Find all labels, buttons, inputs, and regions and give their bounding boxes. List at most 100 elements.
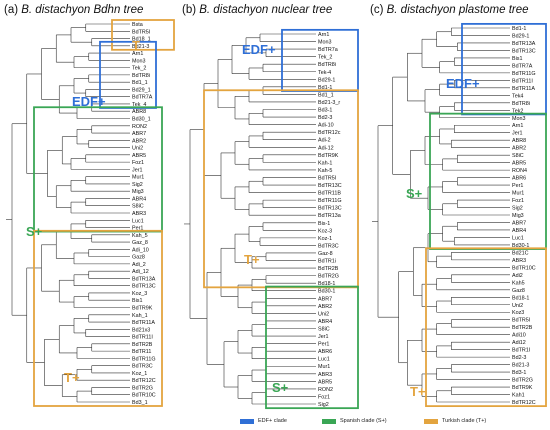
clade-box-spanish xyxy=(265,285,359,410)
tip-label: Kah_1 xyxy=(132,313,148,319)
tip-label: Kah-1 xyxy=(318,160,332,166)
tip-label: BdTR13C xyxy=(318,206,342,212)
tip-label: Bis1 xyxy=(512,56,523,62)
tip-label: Jer1 xyxy=(132,167,143,173)
tip-label: Bd1-1 xyxy=(512,26,526,32)
tip-label: BdTR7A xyxy=(512,63,533,69)
tip-label: BdTR8i xyxy=(512,101,530,107)
tip-label: Mur1 xyxy=(512,191,524,197)
legend: EDF+ clade Spanish clade (S+) Turkish cl… xyxy=(240,416,550,428)
tip-label: ABR5 xyxy=(318,379,332,385)
tip-label: Bd1-1 xyxy=(318,85,332,91)
tip-label: Bis-1 xyxy=(318,221,330,227)
legend-swatch xyxy=(322,418,336,424)
tip-label: Bd29-1 xyxy=(512,33,529,39)
tip-label: Adi10 xyxy=(512,333,526,339)
tip-label: Sig2 xyxy=(132,182,143,188)
tip-label: RON2 xyxy=(132,124,147,130)
tip-label: Gaz8 xyxy=(132,255,145,261)
tip-label: Foz1 xyxy=(318,394,330,400)
tip-label: Koz3 xyxy=(512,310,524,316)
tip-label: BdTR9K xyxy=(512,385,533,391)
tip-label: Adi_12 xyxy=(132,269,149,275)
tip-label: ABR3 xyxy=(512,258,526,264)
clade-label-s: S+ xyxy=(26,224,43,239)
tip-label: BdTR11I xyxy=(132,335,153,341)
tip-label: BdTR1i xyxy=(318,259,336,265)
tip-label: ABR4 xyxy=(512,228,526,234)
legend-label: EDF+ clade xyxy=(258,418,287,424)
clade-box-edf xyxy=(461,22,547,116)
tip-label: BdTR13C xyxy=(318,183,342,189)
tip-label: BdTR3C xyxy=(132,364,153,370)
tip-label: Sig2 xyxy=(512,206,523,212)
tip-label: Gaz_8 xyxy=(132,240,148,246)
tip-label: Uni2 xyxy=(318,311,329,317)
tip-label: Tek4 xyxy=(512,93,523,99)
tip-label: Jer1 xyxy=(512,131,523,137)
tip-label: ABR3 xyxy=(132,211,146,217)
tip-label: Bd21-3 xyxy=(512,363,529,369)
phylogenetic-tree: Arn1Mon3BdTR7aTek_2BdTR8iTek-4Bd29-1Bd1-… xyxy=(184,28,359,410)
tip-label: BdTR8i xyxy=(132,73,150,79)
tip-label: BdTR12C xyxy=(132,378,156,384)
tip-label: Adi2 xyxy=(512,273,523,279)
tip-label: BdTR5I xyxy=(132,29,150,35)
tip-label: Koz_1 xyxy=(132,371,147,377)
tip-label: Bsta xyxy=(132,22,143,28)
tip-label: Bd1_1 xyxy=(318,92,334,98)
tip-label: BdTR11G xyxy=(132,356,156,362)
legend-label: Spanish clade (S+) xyxy=(340,418,387,424)
tip-label: Arn1 xyxy=(512,123,523,129)
panel-title: (c) B. distachyon plastome tree xyxy=(370,4,529,16)
tip-label: BdTR13A xyxy=(512,41,536,47)
tip-label: BdTR1I xyxy=(512,348,530,354)
tip-label: Per1 xyxy=(132,226,143,232)
tip-label: ABR2 xyxy=(132,138,146,144)
tip-label: BdTR11A xyxy=(132,320,155,326)
tip-label: BdTR12C xyxy=(512,400,536,406)
tip-label: Luc1 xyxy=(132,218,144,224)
tip-label: BdTR8i xyxy=(318,62,336,68)
tip-label: BdTR2B xyxy=(132,342,153,348)
tip-label: Gaz8 xyxy=(512,288,525,294)
tip-label: Mig3 xyxy=(132,189,144,195)
tip-label: BdTR2G xyxy=(512,378,533,384)
tip-label: ABR7 xyxy=(132,131,146,137)
tip-label: Tek_4 xyxy=(132,102,146,108)
tip-label: Bd3_1 xyxy=(132,400,148,406)
clade-box-turkish xyxy=(33,229,163,407)
clade-label-t-small: T xyxy=(132,38,140,53)
phylogenetic-tree: BstaBdTR5IBd18_1Bd21-3Arn1Mon3Tek_2BdTR8… xyxy=(6,19,175,407)
tip-label: ABR4 xyxy=(132,196,146,202)
tip-label: BdTR7a xyxy=(318,47,338,53)
clade-label-edf: EDF+ xyxy=(446,76,480,91)
tip-label: BdTR11A xyxy=(512,86,535,92)
tip-label: Bd30_1 xyxy=(132,117,151,123)
tip-label: BdTR12c xyxy=(318,130,341,136)
clade-label-t: T+ xyxy=(244,252,260,267)
tip-label: Tek_2 xyxy=(318,55,332,61)
tip-label: BdTR2G xyxy=(132,385,153,391)
tip-label: Bd21-3_r xyxy=(318,100,340,106)
tip-label: Tek_2 xyxy=(132,66,146,72)
tip-label: BdTR2B xyxy=(318,266,339,272)
tip-label: BdTR5I xyxy=(318,175,336,181)
tip-label: Sig2 xyxy=(318,402,329,408)
tip-label: Bd1_1 xyxy=(132,80,148,86)
clade-box-turkish xyxy=(111,19,175,51)
tip-label: ABR6 xyxy=(512,176,526,182)
tip-label: BdTR10C xyxy=(512,265,536,271)
tip-label: Foz1 xyxy=(512,198,524,204)
phylogenetic-tree: Bd1-1Bd29-1BdTR13ABdTR13CBis1BdTR7ABdTR1… xyxy=(372,22,547,408)
tip-label: BdTR11B xyxy=(318,191,341,197)
tip-label: Per1 xyxy=(512,183,523,189)
tip-label: Adi_2 xyxy=(132,262,146,268)
panel-title: (b) B. distachyon nuclear tree xyxy=(182,4,333,16)
tip-label: Bd18-1 xyxy=(318,281,335,287)
tip-label: ABR7 xyxy=(318,296,332,302)
tip-label: Adi-12 xyxy=(318,145,334,151)
tip-label: ABR2 xyxy=(318,304,332,310)
tip-label: Mon3 xyxy=(318,40,332,46)
